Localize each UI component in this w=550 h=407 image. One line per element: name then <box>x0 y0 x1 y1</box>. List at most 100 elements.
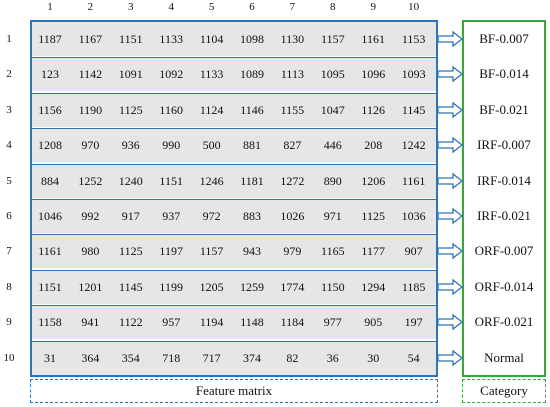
matrix-cell: 1092 <box>159 67 184 82</box>
matrix-cell: 957 <box>162 315 181 330</box>
matrix-cell: 1158 <box>38 315 62 330</box>
matrix-cell: 1161 <box>401 173 426 188</box>
matrix-row <box>32 305 436 340</box>
matrix-cell: 208 <box>364 138 383 153</box>
matrix-cell: 1774 <box>280 279 305 294</box>
matrix-cell: 31 <box>44 350 56 365</box>
matrix-cell: 1047 <box>320 102 345 117</box>
feature-matrix-caption: Feature matrix <box>30 379 438 403</box>
matrix-cell: 1208 <box>38 138 62 153</box>
matrix-row <box>32 269 436 304</box>
matrix-cell: 54 <box>407 350 420 365</box>
matrix-cell: 1026 <box>280 209 305 223</box>
matrix-cell: 1242 <box>401 138 426 153</box>
matrix-cell: 1185 <box>401 279 426 294</box>
category-item: IRF-0.014 <box>477 172 531 188</box>
matrix-cell: 890 <box>323 173 342 188</box>
matrix-cell: 364 <box>81 350 100 365</box>
column-number: 10 <box>408 1 420 13</box>
matrix-cell: 1133 <box>159 32 183 46</box>
row-number: 7 <box>6 245 12 258</box>
category-item: ORF-0.021 <box>474 314 534 330</box>
row-number: 6 <box>6 210 12 222</box>
matrix-cell: 1096 <box>361 67 386 82</box>
matrix-cell: 1259 <box>240 279 264 294</box>
matrix-cell: 971 <box>323 209 342 223</box>
matrix-cell: 1184 <box>280 315 305 330</box>
row-number: 2 <box>6 68 12 81</box>
matrix-cell: 907 <box>404 244 423 259</box>
matrix-row <box>32 340 436 375</box>
matrix-cell: 1201 <box>78 279 103 294</box>
matrix-cell: 36 <box>326 350 339 365</box>
matrix-cell: 980 <box>81 244 100 259</box>
matrix-cell: 1095 <box>320 67 345 82</box>
matrix-cell: 1104 <box>199 32 224 46</box>
category-caption: Category <box>462 379 546 403</box>
arrow-right-icon <box>437 313 463 331</box>
arrow-right-icon <box>437 66 463 83</box>
matrix-cell: 881 <box>243 138 261 153</box>
matrix-cell: 1205 <box>199 279 224 294</box>
category-item: BF-0.021 <box>479 101 529 117</box>
matrix-cell: 1091 <box>118 67 143 82</box>
category-item: Normal <box>484 349 524 365</box>
matrix-cell: 1294 <box>361 279 386 294</box>
matrix-cell: 1161 <box>361 32 385 46</box>
column-number: 9 <box>370 1 376 13</box>
matrix-cell: 374 <box>243 350 261 365</box>
matrix-row <box>32 199 436 233</box>
matrix-cell: 1246 <box>199 173 224 188</box>
matrix-cell: 1150 <box>321 279 345 294</box>
category-frame <box>462 20 546 377</box>
matrix-cell: 1272 <box>280 173 305 188</box>
matrix-cell: 500 <box>202 138 221 153</box>
matrix-cell: 917 <box>121 209 140 223</box>
column-number: 7 <box>289 1 296 13</box>
matrix-cell: 1125 <box>361 209 385 223</box>
matrix-cell: 827 <box>283 138 302 153</box>
column-number: 3 <box>128 1 134 13</box>
matrix-cell: 1130 <box>280 32 305 46</box>
matrix-cell: 1199 <box>159 279 183 294</box>
matrix-cell: 1151 <box>159 173 183 188</box>
matrix-cell: 1157 <box>321 32 345 46</box>
row-number: 9 <box>6 316 12 329</box>
matrix-cell: 970 <box>81 138 100 153</box>
matrix-cell: 977 <box>323 315 342 330</box>
matrix-cell: 1125 <box>119 102 143 117</box>
arrow-right-icon <box>437 349 463 366</box>
column-number: 1 <box>47 1 53 13</box>
column-number: 4 <box>168 1 174 13</box>
matrix-cell: 1046 <box>38 209 62 223</box>
matrix-cell: 1156 <box>38 102 62 117</box>
matrix-cell: 1181 <box>240 173 264 188</box>
matrix-cell: 1126 <box>361 102 385 117</box>
matrix-cell: 883 <box>243 209 261 223</box>
matrix-cell: 1113 <box>280 67 304 82</box>
matrix-cell: 1252 <box>78 173 103 188</box>
arrow-right-icon <box>437 136 463 154</box>
feature-matrix-label: Feature matrix <box>195 383 273 398</box>
matrix-cell: 1089 <box>240 67 264 82</box>
matrix-cell: 941 <box>81 315 100 330</box>
row-number: 1 <box>6 33 12 45</box>
matrix-cell: 1125 <box>119 244 143 259</box>
matrix-cell: 354 <box>121 350 140 365</box>
matrix-cell: 1165 <box>321 244 345 259</box>
matrix-cell: 1036 <box>401 209 426 223</box>
matrix-cell: 1160 <box>159 102 183 117</box>
matrix-row <box>32 234 436 269</box>
matrix-cell: 884 <box>41 173 59 188</box>
row-number: 5 <box>6 174 12 187</box>
matrix-cell: 1151 <box>119 32 143 46</box>
matrix-cell: 1157 <box>199 244 224 259</box>
matrix-row <box>32 92 436 127</box>
matrix-cell: 979 <box>283 244 302 259</box>
matrix-cell: 1148 <box>240 315 264 330</box>
matrix-cell: 943 <box>243 244 261 259</box>
matrix-cell: 197 <box>404 315 423 330</box>
category-item: ORF-0.014 <box>474 278 534 294</box>
arrow-right-icon <box>437 172 463 189</box>
